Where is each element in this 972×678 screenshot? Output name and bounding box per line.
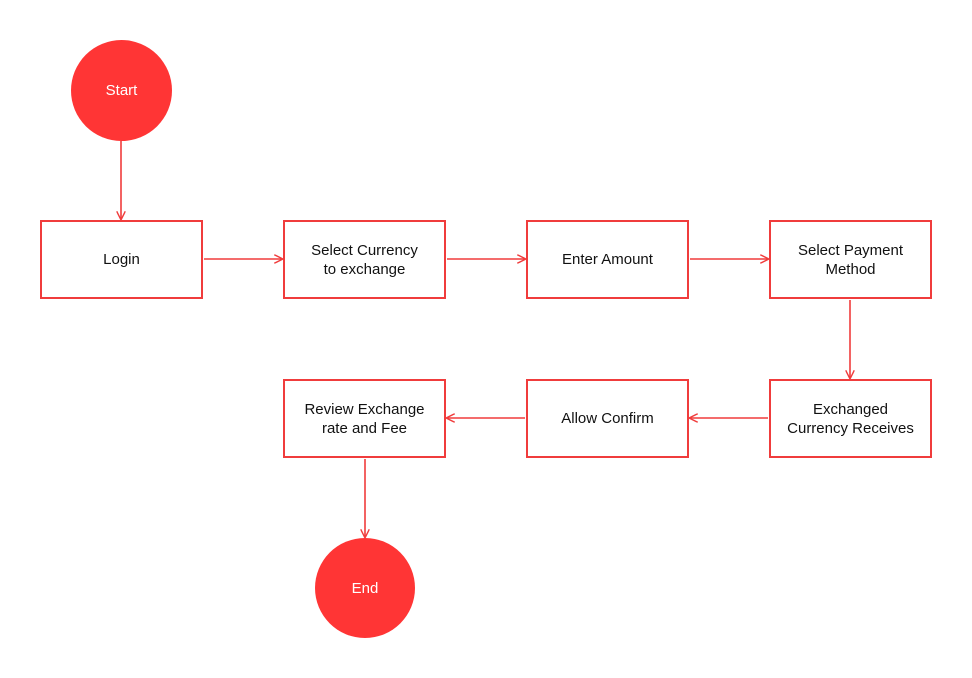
login-step: Login bbox=[40, 220, 203, 299]
allow-confirm-step: Allow Confirm bbox=[526, 379, 689, 458]
enter-amount-label: Enter Amount bbox=[562, 251, 653, 268]
start-node: Start bbox=[71, 40, 172, 141]
enter-amount-step: Enter Amount bbox=[526, 220, 689, 299]
end-node: End bbox=[315, 538, 415, 638]
select-payment-step: Select Payment Method bbox=[769, 220, 932, 299]
select-currency-label: Select Currency to exchange bbox=[311, 241, 418, 278]
login-label: Login bbox=[103, 251, 140, 268]
select-payment-label: Select Payment Method bbox=[797, 241, 904, 278]
exchanged-currency-label: Exchanged Currency Receives bbox=[787, 400, 914, 437]
exchanged-currency-step: Exchanged Currency Receives bbox=[769, 379, 932, 458]
start-label: Start bbox=[105, 82, 138, 99]
select-currency-step: Select Currency to exchange bbox=[283, 220, 446, 299]
review-exchange-label: Review Exchange rate and Fee bbox=[304, 400, 425, 437]
end-label: End bbox=[351, 579, 379, 597]
review-exchange-step: Review Exchange rate and Fee bbox=[283, 379, 446, 458]
allow-confirm-label: Allow Confirm bbox=[561, 410, 654, 427]
